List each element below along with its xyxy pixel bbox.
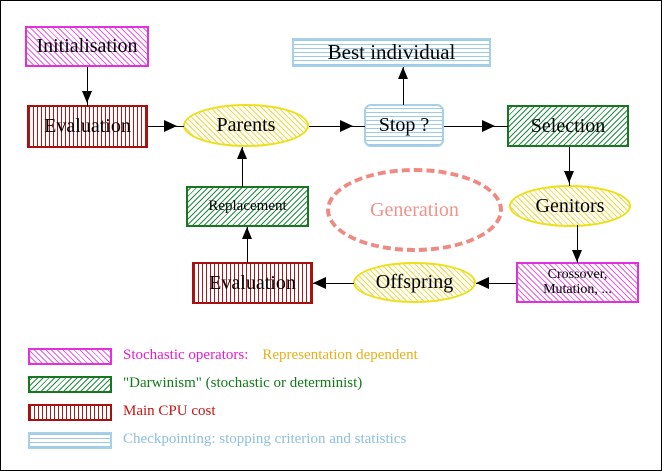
edge-offspring-to-evaluation: [313, 283, 354, 284]
edge-genitors-to-crossover: [577, 225, 578, 263]
arrowhead-replacement-to-parents: [237, 147, 247, 159]
legend-swatch-darwinism: [28, 376, 112, 393]
node-parents-label: Parents: [216, 114, 276, 137]
arrowhead-initialisation-to-evaluation: [82, 91, 92, 103]
arrowhead-offspring-to-evaluation: [313, 277, 326, 289]
edge-crossover-to-offspring: [476, 283, 516, 284]
legend-text-main-cpu-cost: Main CPU cost: [123, 403, 216, 419]
arrowhead-parents-to-stop: [340, 120, 353, 132]
node-offspring-label: Offspring: [375, 271, 454, 294]
node-parents[interactable]: Parents: [183, 104, 309, 147]
node-selection[interactable]: Selection: [507, 105, 629, 147]
node-offspring[interactable]: Offspring: [353, 262, 476, 303]
legend-swatch-stochastic-operators: [28, 348, 112, 365]
node-genitors-label: Genitors: [535, 194, 605, 217]
node-evaluation-bottom[interactable]: Evaluation: [192, 262, 313, 304]
arrowhead-evaluation-to-parents: [164, 120, 177, 132]
edge-initialisation-to-evaluation: [87, 67, 88, 106]
node-stop-label: Stop ?: [378, 114, 430, 137]
node-genitors[interactable]: Genitors: [509, 185, 631, 227]
node-replacement-label: Replacement: [208, 197, 287, 214]
edge-parents-to-stop: [309, 126, 365, 127]
legend-swatch-main-cpu-cost: [28, 404, 112, 421]
node-crossover-line2: Mutation, ...: [543, 281, 612, 297]
legend-label-representation-dependent: Representation dependent: [262, 347, 418, 363]
arrowhead-stop-to-selection: [482, 120, 495, 132]
edge-stop-to-best-individual: [403, 67, 404, 105]
arrowhead-evaluation-to-replacement: [242, 227, 252, 239]
arrowhead-genitors-to-crossover: [572, 250, 582, 262]
edge-evaluation-to-replacement: [247, 227, 248, 263]
legend-label-stochastic-operators: Stochastic operators:: [123, 347, 249, 363]
edge-stop-to-selection: [444, 126, 508, 127]
node-best-individual[interactable]: Best individual: [292, 38, 491, 67]
node-evaluation-top[interactable]: Evaluation: [27, 105, 148, 148]
legend-swatch-checkpointing: [28, 432, 112, 449]
generation-label: Generation: [370, 198, 459, 221]
edge-replacement-to-parents: [242, 147, 243, 187]
node-initialisation-label: Initialisation: [36, 35, 138, 58]
node-stop[interactable]: Stop ?: [364, 104, 444, 147]
legend-text-darwinism: "Darwinism" (stochastic or determinist): [123, 375, 363, 391]
legend-text-stochastic-operators: Stochastic operators: Representation depe…: [123, 347, 418, 364]
arrowhead-stop-to-best-individual: [398, 67, 408, 79]
node-replacement[interactable]: Replacement: [186, 186, 309, 227]
arrowhead-crossover-to-offspring: [476, 277, 489, 289]
edge-selection-to-genitors: [569, 147, 570, 186]
legend-text-checkpointing: Checkpointing: stopping criterion and st…: [123, 431, 407, 447]
node-crossover-mutation[interactable]: Crossover, Mutation, ...: [516, 262, 639, 303]
arrowhead-selection-to-genitors: [564, 171, 574, 183]
node-crossover-line1: Crossover,: [547, 267, 608, 283]
generation-boundary: Generation: [326, 168, 503, 252]
node-evaluation-top-label: Evaluation: [44, 115, 131, 138]
node-evaluation-bottom-label: Evaluation: [209, 271, 296, 294]
node-initialisation[interactable]: Initialisation: [25, 26, 149, 67]
node-selection-label: Selection: [530, 114, 606, 137]
node-best-individual-label: Best individual: [327, 39, 456, 64]
